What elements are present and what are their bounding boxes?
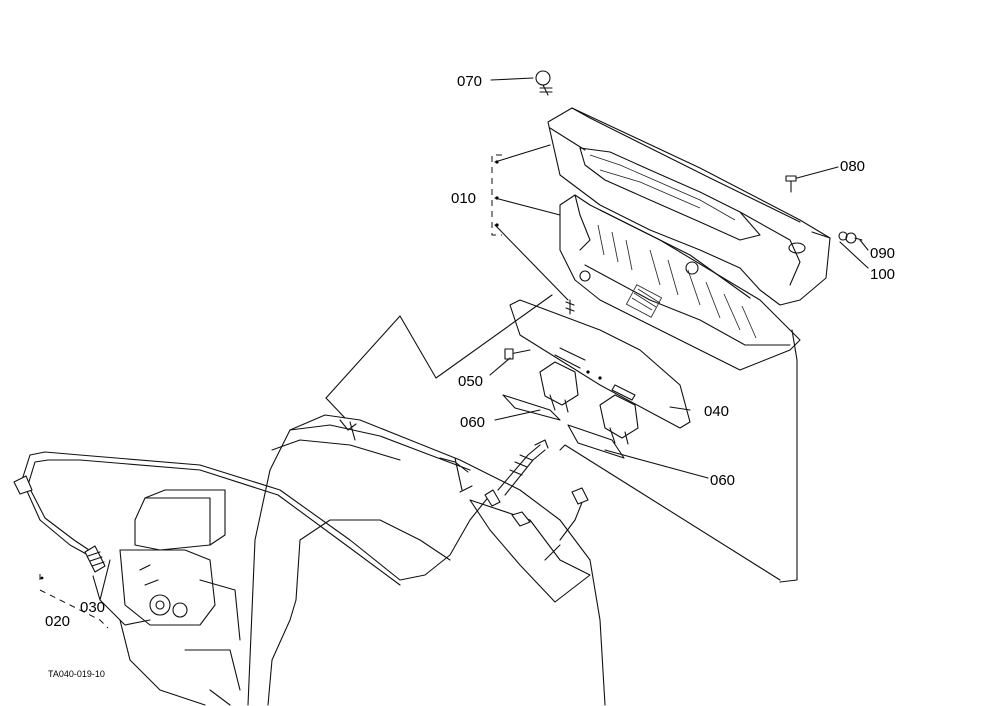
callout-050: 050 — [458, 373, 483, 390]
callout-070: 070 — [457, 73, 482, 90]
lamp-units — [539, 361, 639, 445]
lamp-covers — [502, 394, 625, 459]
group-dot — [495, 196, 499, 200]
callout-080: 080 — [840, 158, 865, 175]
group-dot — [495, 160, 499, 164]
group-dot — [495, 223, 499, 227]
fasteners — [504, 70, 863, 360]
dash-housing — [247, 414, 606, 706]
panel-frame — [559, 194, 801, 371]
callout-030: 030 — [80, 599, 105, 616]
callout-020: 020 — [45, 613, 70, 630]
panel-plate — [509, 299, 691, 429]
panel-cover — [547, 107, 831, 306]
callout-060-right: 060 — [710, 472, 735, 489]
group-dot — [40, 576, 44, 580]
leader-lines — [92, 77, 869, 601]
callout-100: 100 — [870, 266, 895, 283]
engine-block — [99, 489, 241, 706]
tacho-cable — [13, 439, 549, 586]
callout-040: 040 — [704, 403, 729, 420]
callout-090: 090 — [870, 245, 895, 262]
callout-010: 010 — [451, 190, 476, 207]
drawing-code: TA040-019-10 — [48, 669, 105, 679]
callout-060-left: 060 — [460, 414, 485, 431]
cable-group-bracket — [39, 572, 109, 629]
